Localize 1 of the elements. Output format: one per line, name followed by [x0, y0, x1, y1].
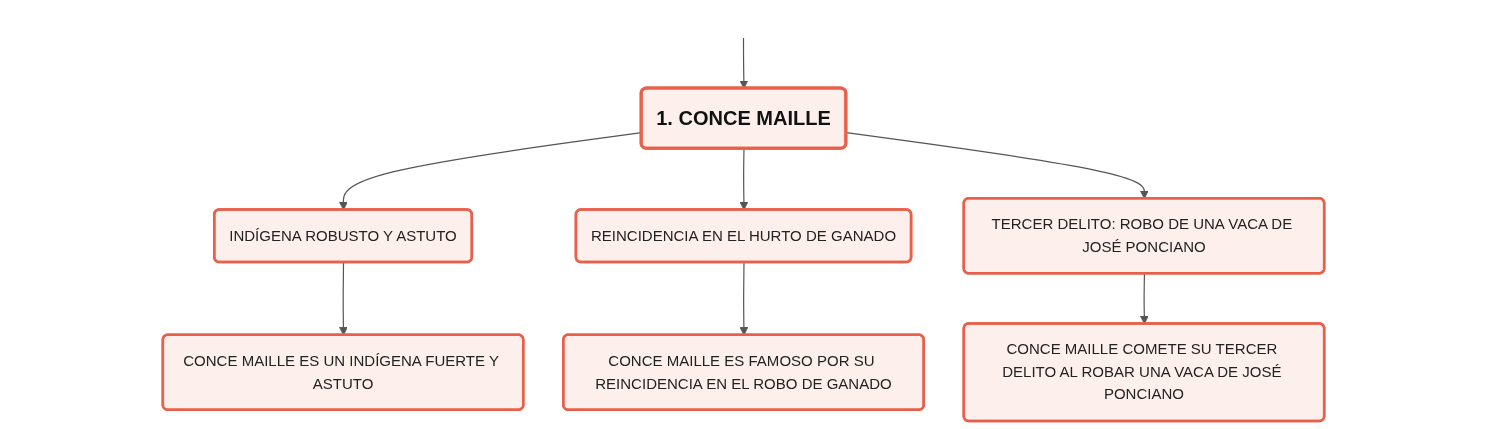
arrow [739, 37, 749, 89]
